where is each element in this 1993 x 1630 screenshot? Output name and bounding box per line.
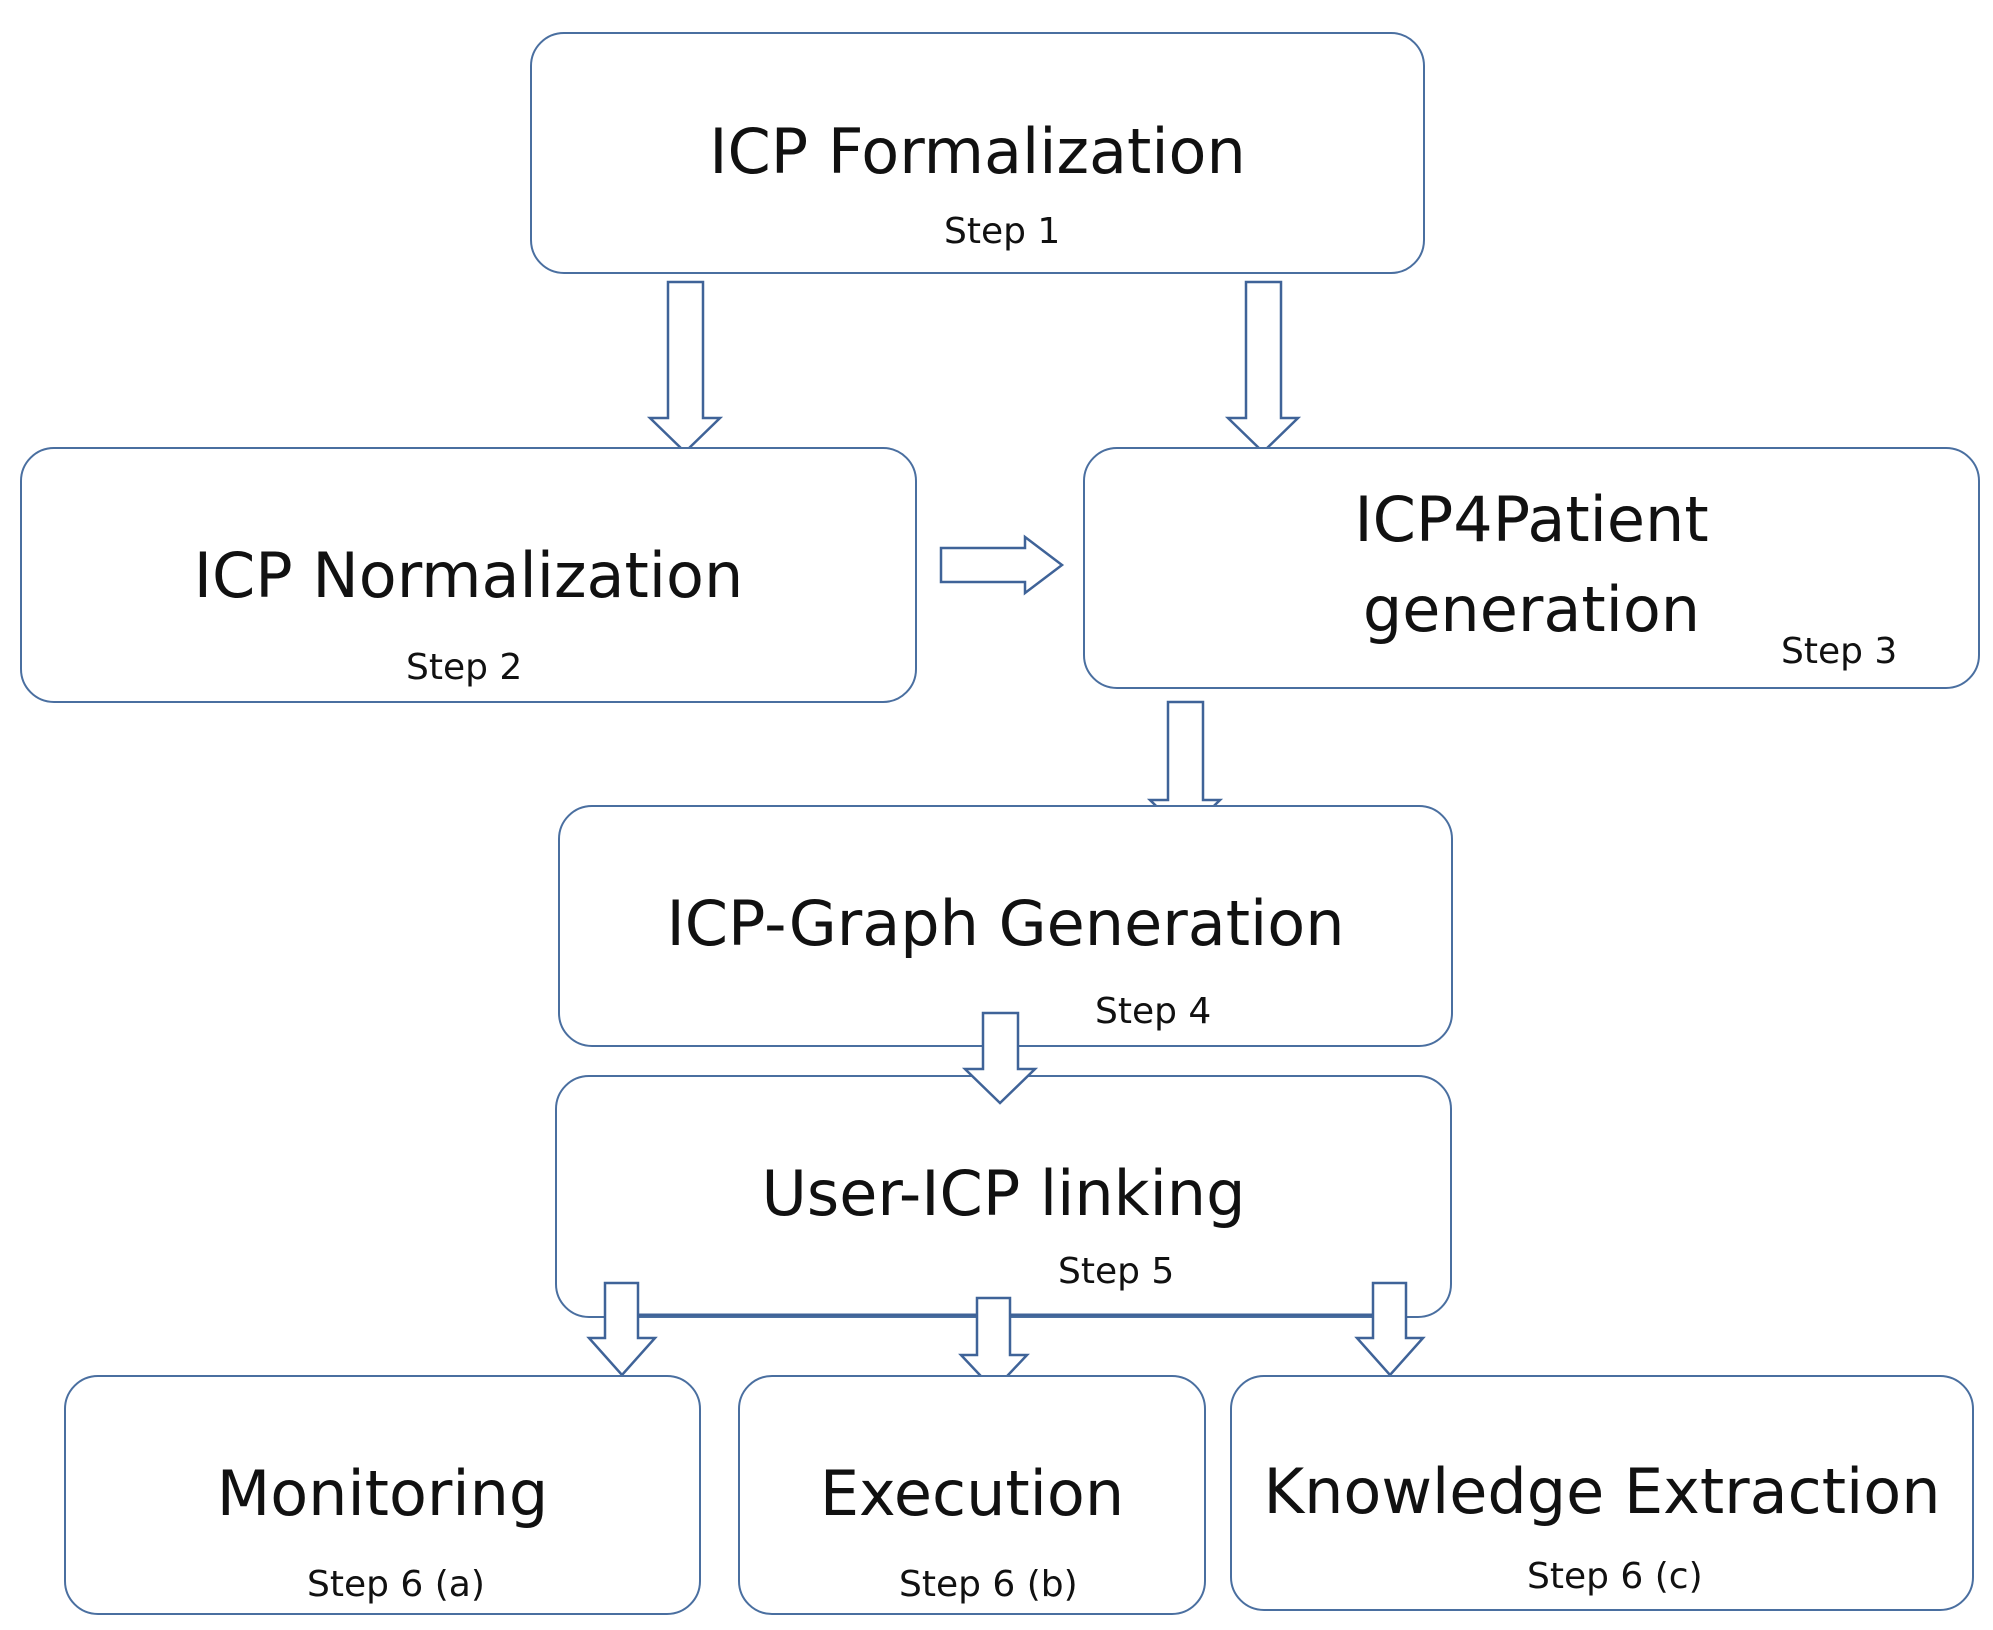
arrow-step1-to-step3 (1224, 280, 1302, 454)
node-icp-formalization (530, 32, 1425, 274)
node-title-normalization: ICP Normalization (193, 539, 744, 612)
node-icp-normalization (20, 447, 917, 703)
node-execution (738, 1375, 1206, 1615)
step-label-1: Step 1 (944, 211, 1061, 252)
arrow-step2-to-step3 (939, 534, 1065, 596)
node-title-monitoring: Monitoring (216, 1457, 549, 1530)
step-label-6b: Step 6 (b) (899, 1564, 1078, 1605)
node-title-execution: Execution (819, 1457, 1125, 1530)
node-title-patient-line2: generation (1362, 573, 1701, 646)
node-title-linking: User-ICP linking (761, 1157, 1246, 1230)
arrow-step4-to-step5 (961, 1011, 1039, 1105)
node-user-icp-linking (555, 1075, 1452, 1318)
arrow-step1-to-step2 (646, 280, 724, 454)
step-label-6a: Step 6 (a) (307, 1564, 485, 1605)
arrow-step5-to-step6a (586, 1281, 658, 1377)
step-label-4: Step 4 (1095, 991, 1212, 1032)
arrow-step5-to-step6b (958, 1296, 1030, 1392)
node-title-formalization: ICP Formalization (709, 115, 1246, 188)
node-icp4patient-generation (1083, 447, 1980, 689)
node-title-knowledge: Knowledge Extraction (1263, 1455, 1941, 1528)
node-title-graph: ICP-Graph Generation (666, 887, 1345, 960)
step-label-6c: Step 6 (c) (1527, 1556, 1703, 1597)
step-label-5: Step 5 (1058, 1251, 1175, 1292)
node-title-patient-line1: ICP4Patient (1354, 483, 1709, 556)
node-knowledge-extraction (1230, 1375, 1974, 1611)
arrow-step5-to-step6c (1354, 1281, 1426, 1377)
step-label-2: Step 2 (406, 647, 523, 688)
step-label-3: Step 3 (1781, 631, 1898, 672)
node-monitoring (64, 1375, 701, 1615)
